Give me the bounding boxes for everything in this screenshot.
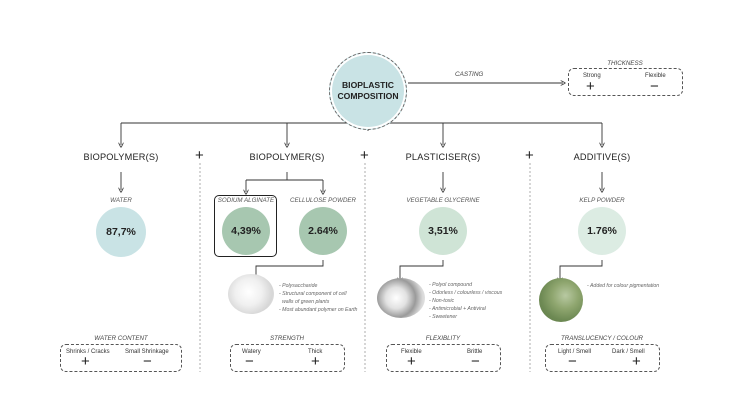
translucency-minus-icon: −	[568, 353, 577, 370]
cellulose-powder-image	[228, 274, 274, 314]
cellulose-note-4: - Most abundant polymer on Earth	[279, 307, 358, 313]
flexibility-left-label: Flexible	[401, 349, 422, 355]
column-head-additive: ADDITIVE(S)	[573, 152, 631, 162]
cellulose-note-1: - Polysaccharide	[279, 283, 318, 289]
property-title-flexibility: FLEXIBLITY	[425, 335, 461, 342]
ingredient-label-water: WATER	[110, 197, 132, 204]
water-content-left-label: Shrinks / Cracks	[66, 349, 110, 355]
flexibility-minus-icon: −	[471, 353, 480, 370]
ingredient-value-kelp-powder: 1.76%	[587, 225, 617, 237]
ingredient-label-cellulose-powder: CELLULOSE POWDER	[289, 197, 357, 204]
flexibility-plus-icon: +	[407, 353, 416, 370]
glycerine-note-4: - Antimicrobial + Antiviral	[429, 306, 486, 312]
ingredient-circle-cellulose-powder: 2.64%	[299, 207, 347, 255]
column-head-biopolymer-2: BIOPOLYMER(S)	[249, 152, 325, 162]
cellulose-note-2: - Structural component of cell	[279, 291, 347, 297]
root-node: BIOPLASTIC COMPOSITION	[329, 52, 407, 130]
translucency-plus-icon: +	[632, 353, 641, 370]
glycerine-notes: - Polyol compound - Odorless / colourles…	[429, 281, 502, 321]
strength-right-label: Thick	[308, 349, 323, 355]
property-title-translucency: TRANSLUCENCY / COLOUR	[560, 335, 644, 342]
translucency-right-label: Dark / Smell	[612, 349, 645, 355]
property-title-water-content: WATER CONTENT	[94, 335, 148, 342]
thickness-plus-icon: +	[586, 78, 595, 95]
separator-plus-icon-1: +	[195, 147, 204, 164]
ingredient-value-cellulose-powder: 2.64%	[308, 225, 338, 237]
strength-left-label: Watery	[242, 349, 261, 355]
cellulose-note-3: walls of green plants	[282, 299, 330, 305]
thickness-left-label: Strong	[583, 73, 601, 79]
flexibility-right-label: Brittle	[467, 349, 483, 355]
translucency-left-label: Light / Smell	[558, 349, 592, 355]
property-box-translucency: Light / Smell Dark / Smell − +	[545, 344, 660, 372]
property-box-water-content: Shrinks / Cracks Small Shrinkage + −	[60, 344, 182, 372]
ingredient-circle-vegetable-glycerine: 3,51%	[419, 207, 467, 255]
kelp-notes: - Added for colour pigmentation	[587, 282, 659, 290]
separator-plus-icon-3: +	[525, 147, 534, 164]
glycerine-note-2: - Odorless / colourless / viscous	[429, 290, 503, 296]
thickness-right-label: Flexible	[645, 73, 666, 79]
thickness-title: THICKNESS	[607, 60, 643, 67]
kelp-powder-image	[539, 278, 583, 322]
root-title: BIOPLASTIC COMPOSITION	[337, 80, 399, 101]
glycerine-note-3: - Non-toxic	[429, 298, 455, 304]
strength-minus-icon: −	[245, 353, 254, 370]
strength-plus-icon: +	[311, 353, 320, 370]
ingredient-circle-kelp-powder: 1.76%	[578, 207, 626, 255]
sodium-alginate-frame	[214, 195, 277, 257]
property-title-strength: STRENGTH	[269, 335, 305, 342]
casting-label: CASTING	[455, 71, 484, 78]
glycerine-note-5: - Sweetener	[429, 314, 457, 320]
water-content-minus-icon: −	[143, 353, 152, 370]
column-head-biopolymer-1: BIOPOLYMER(S)	[83, 152, 159, 162]
glycerine-note-1: - Polyol compound	[429, 282, 472, 288]
ingredient-circle-sodium-alginate: 4,39%	[222, 207, 270, 255]
ingredient-circle-water: 87,7%	[96, 207, 146, 257]
property-box-strength: Watery Thick − +	[230, 344, 345, 372]
water-content-plus-icon: +	[81, 353, 90, 370]
kelp-note-1: - Added for colour pigmentation	[587, 283, 660, 289]
thickness-box: Strong Flexible + −	[568, 68, 683, 96]
property-box-flexibility: Flexible Brittle + −	[386, 344, 501, 372]
water-content-right-label: Small Shrinkage	[125, 349, 169, 355]
ingredient-label-vegetable-glycerine: VEGETABLE GLYCERINE	[406, 197, 480, 204]
cellulose-notes: - Polysaccharide - Structural component …	[279, 282, 357, 314]
column-head-plasticiser: PLASTICISER(S)	[405, 152, 481, 162]
vegetable-glycerine-image	[377, 278, 425, 318]
ingredient-value-water: 87,7%	[106, 226, 136, 238]
thickness-minus-icon: −	[650, 78, 659, 95]
ingredient-label-sodium-alginate: SODIUM ALGINATE	[217, 197, 275, 204]
ingredient-value-vegetable-glycerine: 3,51%	[428, 225, 458, 237]
ingredient-value-sodium-alginate: 4,39%	[231, 225, 261, 237]
separator-plus-icon-2: +	[360, 147, 369, 164]
ingredient-label-kelp-powder: KELP POWDER	[579, 197, 625, 204]
